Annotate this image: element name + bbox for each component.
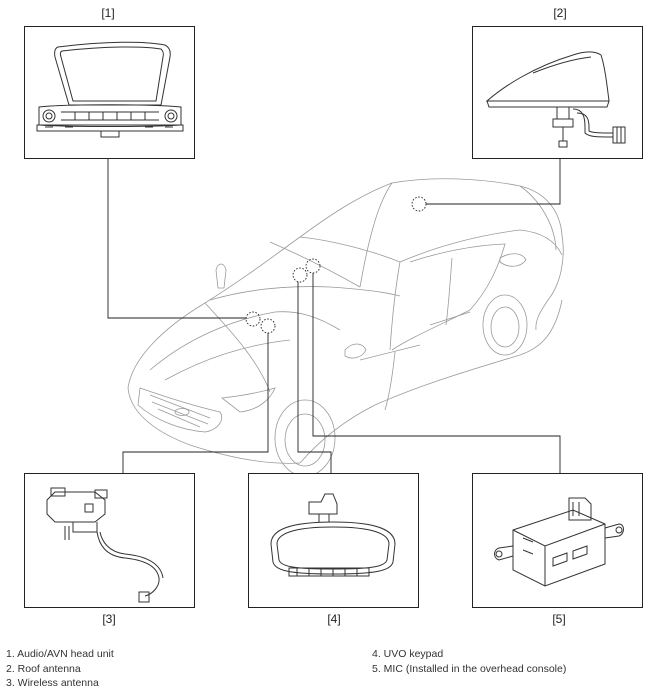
uvo-keypad-box: [248, 473, 419, 608]
marker-uvo-keypad: [292, 267, 308, 283]
legend-item: 1. Audio/AVN head unit: [6, 648, 114, 660]
leader-line-2: [426, 158, 561, 205]
component-label-5: [5]: [552, 612, 566, 626]
wireless-antenna-illustration: [46, 487, 164, 603]
component-label-4: [4]: [327, 612, 341, 626]
roof-antenna-box: [472, 26, 643, 159]
marker-mic: [305, 258, 321, 274]
leader-line-5: [312, 273, 561, 473]
legend-item: 2. Roof antenna: [6, 662, 81, 675]
head-unit-illustration: [36, 41, 184, 138]
leader-line-1: [107, 158, 246, 319]
roof-antenna-illustration: [485, 51, 626, 148]
component-label-1: [1]: [101, 6, 115, 20]
legend-item: 3. Wireless antenna: [6, 677, 99, 689]
mic-illustration: [494, 497, 624, 587]
car-outline: [127, 178, 564, 477]
marker-wireless-antenna: [260, 318, 276, 334]
legend-item: 5. MIC (Installed in the overhead consol…: [372, 662, 567, 675]
wireless-antenna-box: [24, 473, 195, 608]
component-label-2: [2]: [553, 6, 567, 20]
legend-right: 4. UVO keypad 5. MIC (Installed in the o…: [372, 647, 566, 676]
marker-roof-antenna: [411, 196, 427, 212]
marker-head-unit: [245, 311, 261, 327]
head-unit-box: [24, 26, 195, 159]
leader-line-4: [297, 282, 332, 473]
component-label-3: [3]: [102, 612, 116, 626]
mic-box: [472, 473, 643, 608]
legend-left: 1. Audio/AVN head unit 2. Roof antenna 3…: [6, 647, 114, 691]
leader-line-3: [122, 333, 269, 473]
leader-lines: [107, 158, 561, 473]
uvo-keypad-illustration: [270, 493, 396, 577]
legend-item: 4. UVO keypad: [372, 648, 444, 660]
